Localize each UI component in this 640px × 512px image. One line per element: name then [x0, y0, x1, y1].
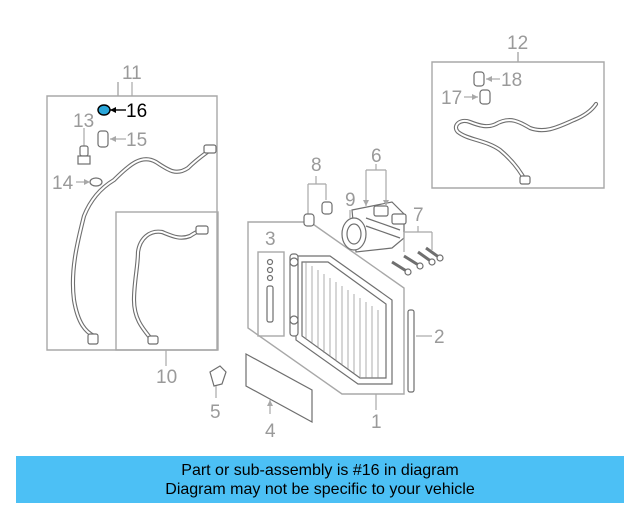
- callout-1: 1: [371, 412, 382, 433]
- hose-assembly[interactable]: [70, 144, 217, 345]
- callout-11: 11: [122, 63, 142, 84]
- callout-13: 13: [73, 111, 94, 132]
- part-18-sleeve[interactable]: [473, 71, 500, 87]
- part-7-bolts[interactable]: [391, 226, 444, 276]
- callout-12: 12: [507, 33, 528, 54]
- callout-8: 8: [311, 155, 322, 176]
- part-15-sleeve[interactable]: [97, 130, 126, 148]
- callout-16: 16: [126, 101, 147, 122]
- part-2-seal-strip[interactable]: [407, 309, 432, 393]
- group-11-box: [46, 82, 218, 351]
- callout-7: 7: [413, 205, 424, 226]
- callout-17: 17: [441, 88, 462, 109]
- callout-6: 6: [371, 146, 382, 167]
- callout-2: 2: [434, 327, 445, 348]
- banner-line-part: Part or sub-assembly is #16 in diagram: [181, 461, 459, 479]
- exploded-parts-diagram: 1 2 3 4 5 6 7 8 9 10 11 12 13 14 15 16 1…: [46, 33, 605, 442]
- info-banner: Part or sub-assembly is #16 in diagram D…: [16, 456, 624, 503]
- group-10-box: [115, 211, 219, 366]
- callout-labels: 1 2 3 4 5 6 7 8 9 10 11 12 13 14 15 16 1…: [52, 33, 528, 442]
- part-8-fittings[interactable]: [303, 176, 333, 227]
- part-4-air-guide[interactable]: [245, 352, 313, 424]
- suction-line[interactable]: [453, 101, 599, 185]
- callout-9: 9: [345, 190, 356, 211]
- callout-15: 15: [126, 130, 147, 151]
- part-5-bracket[interactable]: [209, 365, 227, 398]
- compressor[interactable]: [341, 201, 407, 253]
- callout-5: 5: [210, 402, 221, 423]
- part-17-sleeve[interactable]: [464, 89, 491, 105]
- callout-14: 14: [52, 173, 74, 194]
- callout-10: 10: [156, 367, 177, 388]
- callout-18: 18: [501, 70, 522, 91]
- part-14-oring[interactable]: [76, 177, 103, 187]
- part-13-pressure-switch[interactable]: [77, 128, 91, 165]
- group-12-box: [431, 52, 605, 189]
- banner-line-disclaimer: Diagram may not be specific to your vehi…: [165, 480, 475, 498]
- callout-4: 4: [265, 421, 276, 442]
- part-3-drier-kit[interactable]: [257, 251, 285, 337]
- discharge-hose[interactable]: [131, 225, 209, 345]
- callout-3: 3: [265, 229, 276, 250]
- condenser[interactable]: [289, 253, 393, 385]
- part-16-cap[interactable]: [97, 104, 126, 116]
